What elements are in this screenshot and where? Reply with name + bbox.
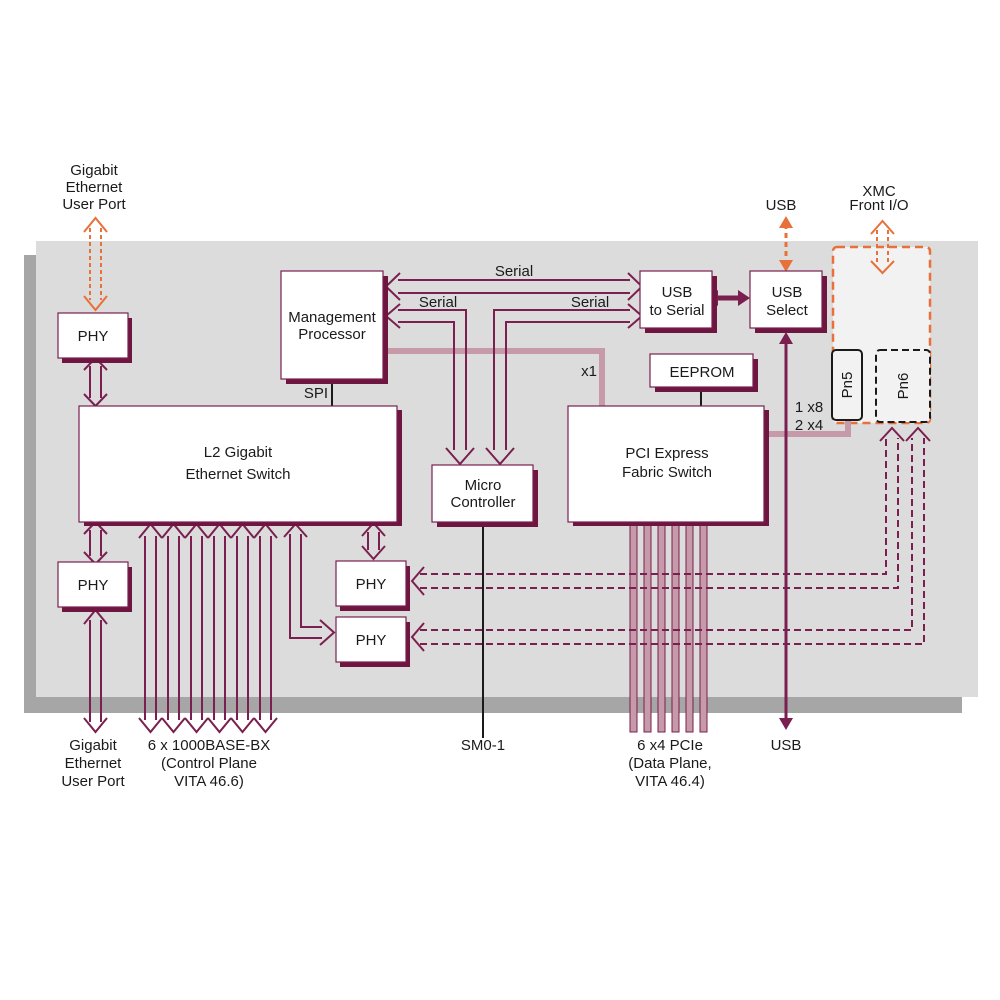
usb-top-label: USB — [766, 197, 797, 214]
pn6-to-phy-mid2-head-top — [905, 426, 931, 442]
micro-label-2: Controller — [450, 494, 515, 511]
usb-serial-label-1: USB — [662, 284, 693, 301]
mgmt-x1-link — [385, 348, 605, 406]
mgmt-label-2: Processor — [298, 326, 366, 343]
pn6-to-phy-mid2-head-left — [410, 622, 425, 652]
pn6-block — [875, 349, 931, 423]
phy-bottom-to-user-port-arrow — [83, 608, 108, 734]
pn6-to-phy-mid1-head-left — [410, 566, 425, 596]
l2-switch-label-2: Ethernet Switch — [185, 466, 290, 483]
gbe-user-port-top-arrow — [83, 216, 108, 312]
gbe-top-label-2: Ethernet — [66, 179, 124, 196]
gbe-bottom-label-2: Ethernet — [65, 755, 123, 772]
micro-controller-block — [431, 464, 538, 527]
pcie-lanes — [629, 521, 708, 733]
mgmt-label-1: Management — [288, 309, 376, 326]
pn6-to-phy-mid1-link — [420, 438, 899, 589]
pn6-label: Pn6 — [895, 373, 912, 400]
phy-mid1-block — [335, 560, 410, 611]
pcie-switch-label-1: PCI Express — [625, 445, 708, 462]
phy-top-block — [57, 312, 132, 363]
pcie-lanes-label-3: VITA 46.4) — [635, 773, 705, 790]
mgmt-processor-block — [280, 270, 388, 384]
phy-top-label: PHY — [78, 328, 109, 345]
eeprom-block — [649, 353, 758, 392]
x8-label: 1 x8 — [795, 399, 823, 416]
usb-select-block — [749, 270, 827, 333]
spi-label: SPI — [304, 385, 328, 402]
pn6-to-phy-mid2-link — [420, 438, 925, 645]
gbe-top-label-1: Gigabit — [70, 162, 118, 179]
usb-bottom-arrow — [779, 332, 793, 730]
serial-left-label: Serial — [419, 294, 457, 311]
pcie-lanes-label-2: (Data Plane, — [628, 755, 711, 772]
usb-serial-block — [639, 270, 717, 333]
base-bx-label-2: (Control Plane — [161, 755, 257, 772]
usb-bottom-label: USB — [771, 737, 802, 754]
gbe-top-label-3: User Port — [62, 196, 126, 213]
l2-switch-block — [78, 405, 402, 526]
xmc-label-2: Front I/O — [849, 197, 908, 214]
pn6-to-phy-mid1-head-top — [879, 426, 905, 442]
sm01-label: SM0-1 — [461, 737, 505, 754]
gbe-bottom-label-1: Gigabit — [69, 737, 117, 754]
base-bx-label-1: 6 x 1000BASE-BX — [148, 737, 271, 754]
l2-switch-label-1: L2 Gigabit — [204, 444, 273, 461]
gbe-bottom-label-3: User Port — [61, 773, 125, 790]
usb-select-label-2: Select — [766, 302, 809, 319]
base-bx-label-3: VITA 46.6) — [174, 773, 244, 790]
phy-mid1-label: PHY — [356, 576, 387, 593]
usb-top-arrow — [779, 216, 793, 272]
usb-select-label-1: USB — [772, 284, 803, 301]
x4-label: 2 x4 — [795, 417, 823, 434]
xmc-label-1: XMC — [862, 183, 896, 200]
usb-serial-label-2: to Serial — [649, 302, 704, 319]
pcie-switch-block — [567, 405, 769, 526]
x1-label: x1 — [581, 363, 597, 380]
phy-bottom-left-label: PHY — [78, 577, 109, 594]
pn5-label: Pn5 — [839, 372, 856, 399]
pn5-block — [831, 349, 863, 421]
eeprom-label: EEPROM — [669, 364, 734, 381]
pcie-lanes-label-1: 6 x4 PCIe — [637, 737, 703, 754]
phy-bottom-left-block — [57, 561, 132, 612]
phy-mid2-block — [335, 616, 410, 667]
serial-right-label: Serial — [571, 294, 609, 311]
micro-label-1: Micro — [465, 477, 502, 494]
xmc-top-arrow — [870, 219, 895, 275]
serial-top-label: Serial — [495, 263, 533, 280]
pcie-switch-label-2: Fabric Switch — [622, 464, 712, 481]
phy-mid2-label: PHY — [356, 632, 387, 649]
